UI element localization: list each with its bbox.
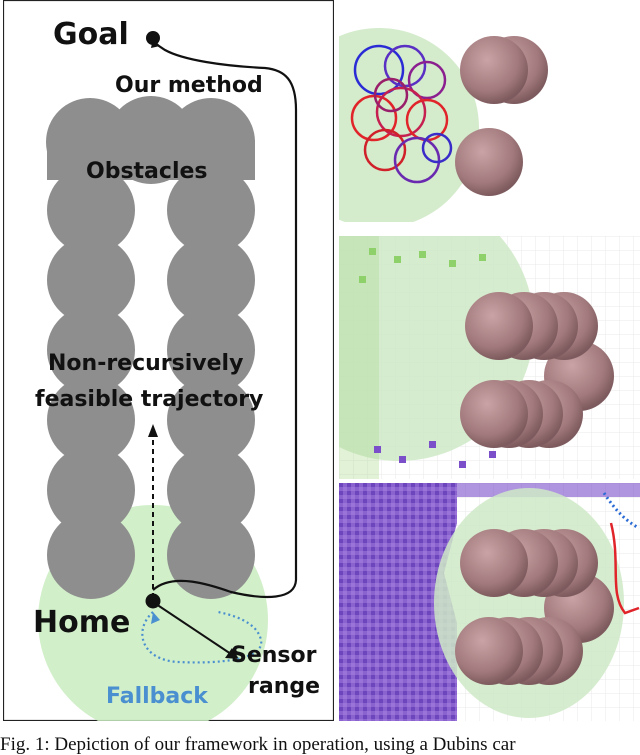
- point: [374, 446, 381, 453]
- obstacle-sphere: [455, 617, 523, 685]
- obstacle-spheres: [460, 292, 614, 448]
- obstacle: [167, 306, 255, 394]
- obstacle-sphere: [460, 36, 528, 104]
- point: [394, 256, 401, 263]
- trajectory-loop: [407, 60, 447, 100]
- trajectory-blue: [602, 492, 640, 530]
- obstacle-sphere: [460, 529, 528, 597]
- point: [399, 456, 406, 463]
- point: [429, 441, 436, 448]
- point: [489, 451, 496, 458]
- trajectory-loops: [350, 44, 453, 184]
- panel-top-canvas: [339, 0, 640, 222]
- point: [449, 260, 456, 267]
- goal-label: Goal: [53, 17, 129, 52]
- obstacle: [47, 446, 135, 534]
- obstacle-group: [46, 96, 255, 599]
- home-label: Home: [33, 605, 131, 640]
- obstacle: [47, 306, 135, 394]
- sensor-range-arrow: [155, 603, 232, 655]
- fallback-arrowhead: [151, 612, 160, 624]
- sensor-label-line1: Sensor: [231, 643, 317, 668]
- obstacles-label: Obstacles: [86, 159, 208, 184]
- obstacle: [167, 166, 255, 254]
- point-cloud-purple-wall: [339, 483, 457, 721]
- point: [419, 251, 426, 258]
- panel-bottom-canvas: [339, 483, 640, 721]
- trajectory-loop: [353, 44, 405, 96]
- sensor-range-arrowhead: [225, 648, 239, 659]
- obstacle: [47, 511, 135, 599]
- point-cloud-purple: [374, 441, 496, 468]
- fallback-label: Fallback: [106, 684, 208, 709]
- point: [459, 461, 466, 468]
- framework-schematic: Goal Our method Obstacles Non-recursivel…: [2, 0, 335, 735]
- non-recursive-label-line2: feasible trajectory: [35, 387, 264, 412]
- point-cloud-green: [359, 248, 486, 283]
- obstacle: [47, 236, 135, 324]
- obstacle: [167, 511, 255, 599]
- figure-caption: Fig. 1: Depiction of our framework in op…: [0, 734, 516, 755]
- non-recursive-arrowhead: [148, 424, 158, 437]
- obstacle: [47, 140, 255, 180]
- trajectory-loop: [375, 86, 427, 138]
- trajectory-loop: [421, 132, 453, 164]
- our-method-label: Our method: [115, 73, 263, 98]
- simulation-panel-top: [339, 0, 640, 222]
- trajectory-red: [609, 522, 640, 615]
- obstacle-spheres: [455, 529, 614, 685]
- obstacle: [47, 376, 135, 464]
- obstacle-sphere: [465, 292, 533, 360]
- obstacle-sphere: [455, 128, 523, 196]
- trajectory-loop: [393, 136, 441, 184]
- trajectory-loop: [363, 128, 407, 172]
- point: [359, 276, 366, 283]
- simulation-panel-bottom: [339, 483, 640, 721]
- point: [369, 248, 376, 255]
- trajectory-loop: [373, 77, 409, 113]
- non-recursive-label-line1: Non-recursively: [48, 351, 244, 376]
- obstacle-sphere: [460, 380, 528, 448]
- obstacle: [167, 376, 255, 464]
- panel-middle-canvas: [339, 236, 640, 479]
- obstacle: [47, 166, 135, 254]
- obstacle: [167, 446, 255, 534]
- point-cloud-region: [339, 236, 379, 479]
- obstacle-spheres: [455, 36, 548, 196]
- simulation-panel-middle: [339, 236, 640, 479]
- goal-dot: [146, 31, 160, 45]
- point: [479, 254, 486, 261]
- obstacle: [167, 236, 255, 324]
- our-method-path: [152, 43, 298, 599]
- schematic-canvas: [2, 0, 335, 735]
- sensor-label-line2: range: [248, 674, 321, 699]
